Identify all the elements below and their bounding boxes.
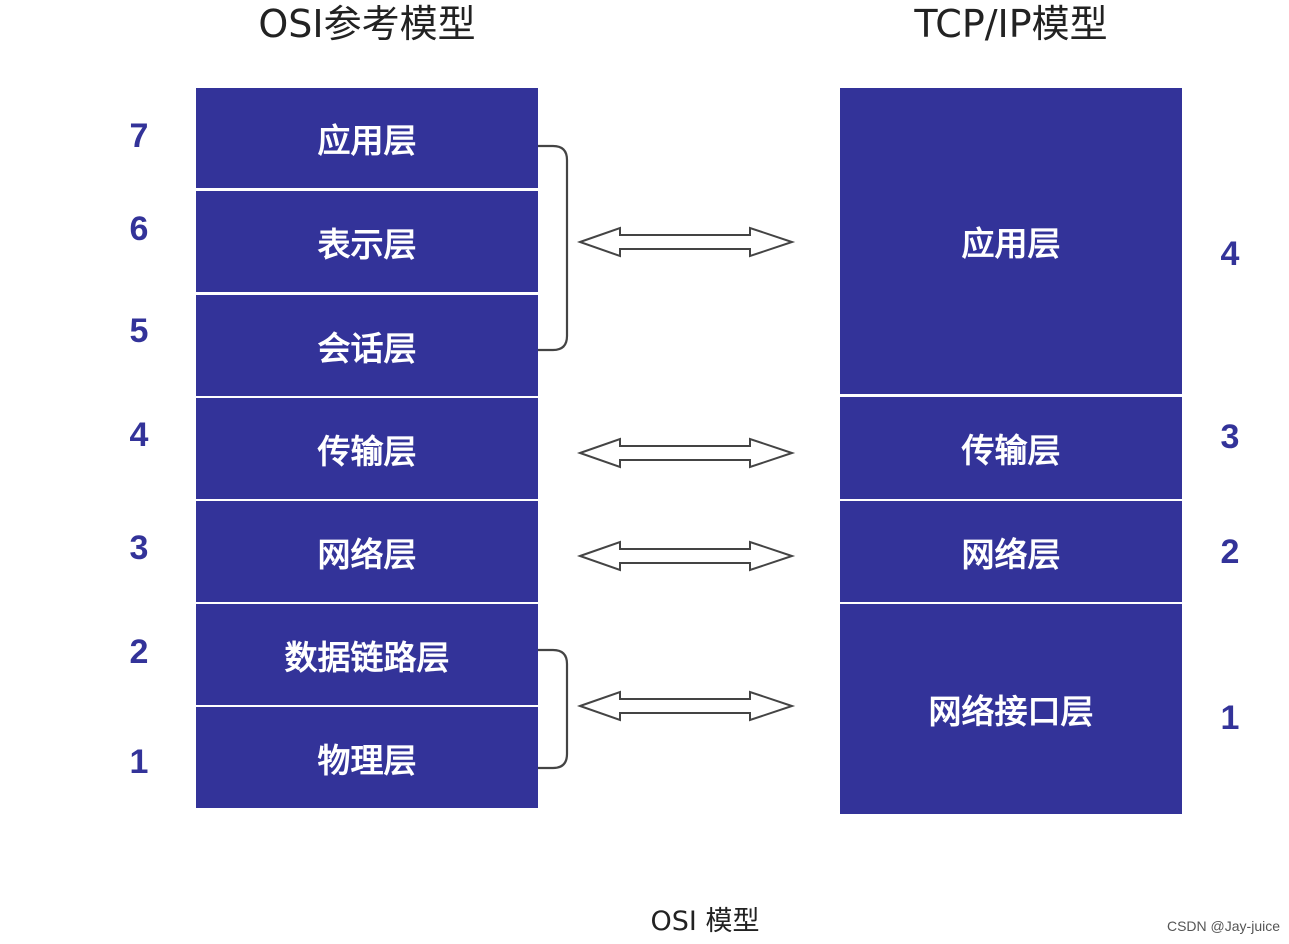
- source-watermark: CSDN @Jay-juice: [1166, 918, 1280, 934]
- osi-layer-number-2: 2: [129, 633, 149, 671]
- lower-layers-brace: [538, 648, 569, 770]
- osi-layer-7: 应用层: [196, 88, 538, 188]
- osi-layer-1: 物理层: [196, 707, 538, 808]
- osi-layer-number-6: 6: [129, 210, 149, 248]
- osi-layer-3: 网络层: [196, 501, 538, 602]
- osi-layer-number-4: 4: [129, 416, 149, 454]
- osi-layer-4: 传输层: [196, 398, 538, 499]
- tcpip-layer-1: 网络接口层: [840, 604, 1182, 814]
- double-arrow-application: [576, 226, 796, 258]
- osi-layer-number-1: 1: [129, 743, 149, 781]
- double-arrow-transport: [576, 437, 796, 469]
- figure-caption: OSI 模型: [650, 906, 760, 937]
- osi-layer-stack: 应用层 表示层 会话层 传输层 网络层 数据链路层 物理层: [196, 88, 538, 808]
- osi-layer-number-5: 5: [129, 312, 149, 350]
- tcpip-layer-number-3: 3: [1220, 418, 1240, 456]
- tcpip-layer-number-1: 1: [1220, 699, 1240, 737]
- osi-layer-number-3: 3: [129, 529, 149, 567]
- tcpip-layer-stack: 应用层 传输层 网络层 网络接口层: [840, 88, 1182, 814]
- tcpip-layer-4: 应用层: [840, 88, 1182, 394]
- tcpip-layer-3: 传输层: [840, 397, 1182, 499]
- double-arrow-network-interface: [576, 690, 796, 722]
- tcpip-model-title: TCP/IP模型: [914, 2, 1108, 46]
- osi-layer-5: 会话层: [196, 295, 538, 396]
- tcpip-layer-number-2: 2: [1220, 533, 1240, 571]
- osi-layer-2: 数据链路层: [196, 604, 538, 705]
- osi-model-title: OSI参考模型: [258, 2, 476, 46]
- tcpip-layer-2: 网络层: [840, 501, 1182, 602]
- tcpip-layer-number-4: 4: [1220, 235, 1240, 273]
- double-arrow-network: [576, 540, 796, 572]
- osi-layer-number-7: 7: [129, 117, 149, 155]
- osi-layer-6: 表示层: [196, 191, 538, 292]
- upper-layers-brace: [538, 144, 569, 352]
